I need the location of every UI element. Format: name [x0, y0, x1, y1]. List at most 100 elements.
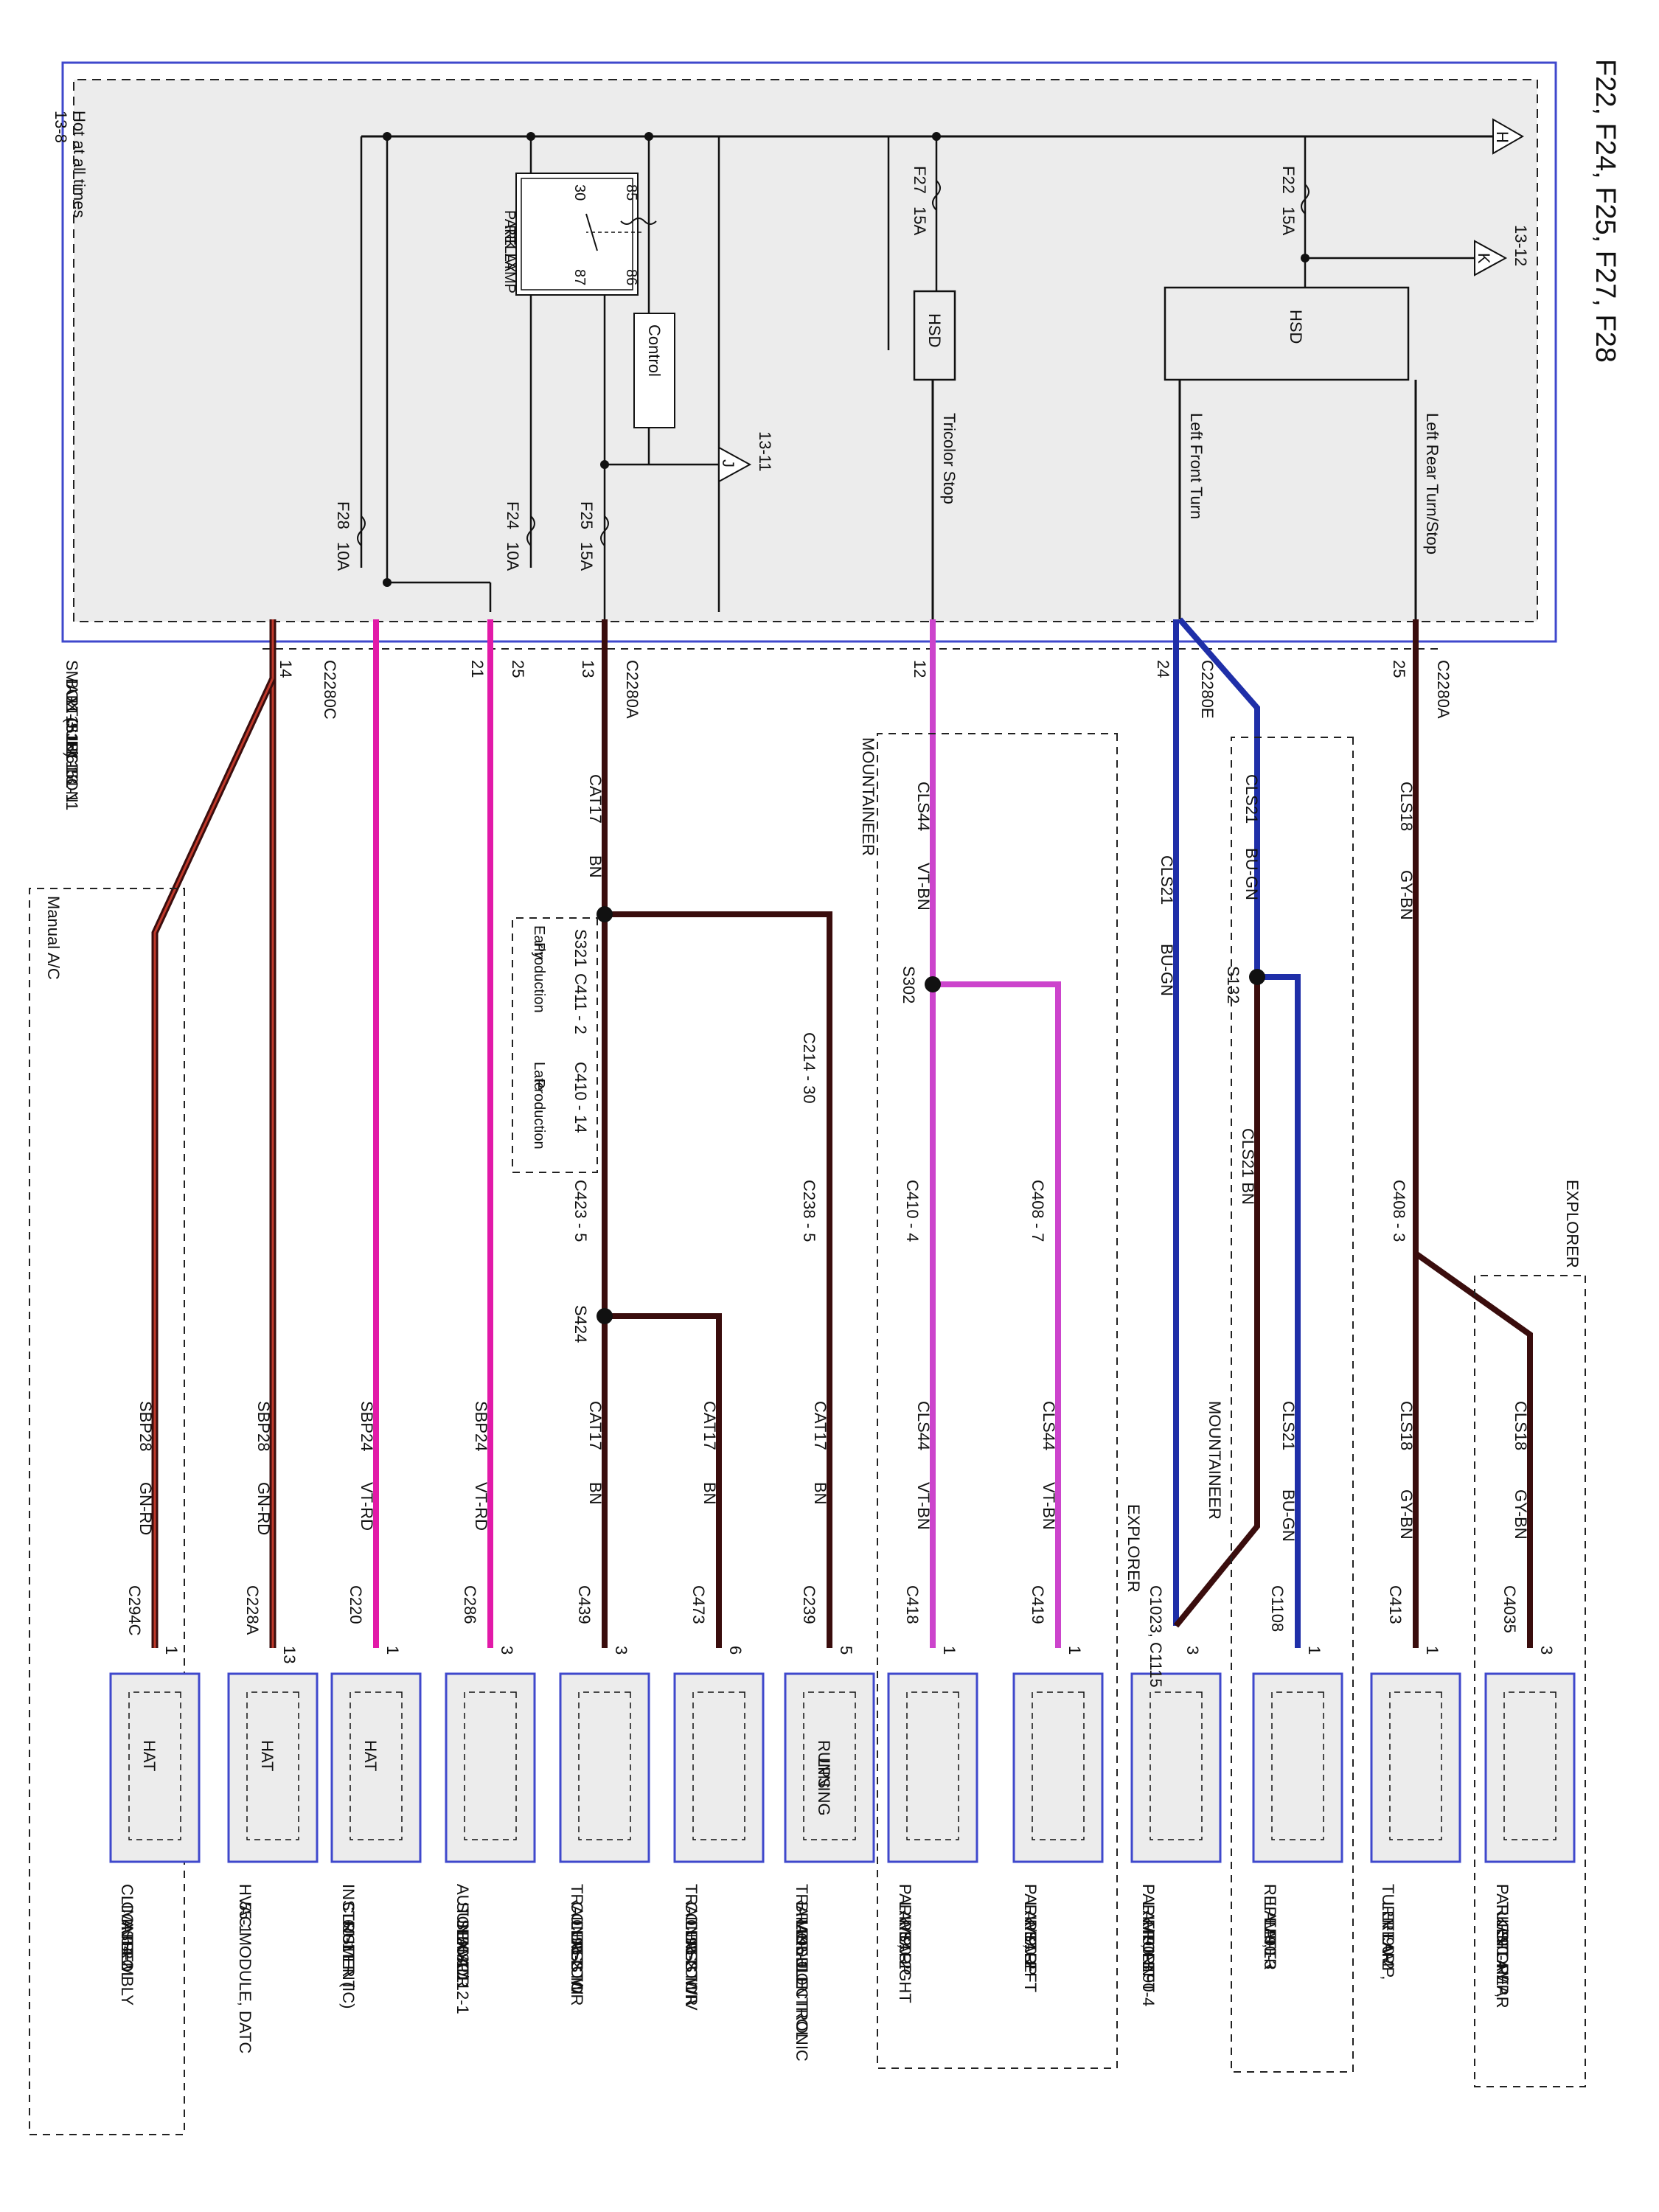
- component-box: [784, 1672, 875, 1863]
- component-label: LEFT: [1379, 1902, 1397, 1941]
- component-inner-box: [1503, 1691, 1557, 1840]
- component-label: 90-3 90-4: [1139, 1937, 1158, 2006]
- wire-cls21-bn: [1173, 977, 1260, 1628]
- component-label: 55-1 112-1: [453, 1937, 472, 2014]
- wire-cls21: [1177, 617, 1260, 977]
- wire-cls18-branch: [1413, 1251, 1533, 1648]
- component-label: REPEATER: [1261, 1884, 1279, 1970]
- component-label: 95-2: [568, 1937, 586, 1969]
- component-pin: 1: [940, 1646, 959, 1655]
- w1c-color: GY-BN: [1512, 1489, 1530, 1540]
- component-box: [559, 1672, 650, 1863]
- hot-terminal-icon: [1492, 118, 1525, 155]
- component-connector: C473: [689, 1585, 708, 1624]
- component-label: 54-2: [118, 1937, 136, 1969]
- relay-title-2: RELAY: [501, 225, 518, 272]
- w4-circuit: CAT17: [586, 774, 605, 824]
- component-inner-box: [692, 1691, 745, 1840]
- component-label: LEFT REAR: [1493, 1919, 1512, 2008]
- component-inner-box: [578, 1691, 631, 1840]
- component-pin: 3: [1537, 1646, 1556, 1655]
- wire-cat17-class34: [605, 1313, 722, 1648]
- component-label: CLASS I/II: [568, 1919, 586, 1995]
- component-inner-box: [1271, 1691, 1324, 1840]
- inline-c408-3: C408 - 3: [1390, 1180, 1408, 1242]
- wire-cls44-branch: [933, 981, 1061, 1648]
- component-connector: C220: [347, 1585, 365, 1624]
- conn-c2280e: C2280E: [1198, 660, 1217, 719]
- w2-color: BU-GN: [1242, 848, 1261, 900]
- sjb-frame: [61, 61, 1557, 643]
- component-connector: C4035: [1500, 1585, 1519, 1633]
- w2b-color: BU-GN: [1158, 944, 1176, 996]
- sjb-label-4: 151-1 151-11: [63, 715, 81, 810]
- w4c-color: BN: [700, 1482, 719, 1505]
- component-label: SUNLOAD: [453, 1902, 472, 1980]
- component-label: CONNECTOR: [682, 1902, 700, 2006]
- inline-c411: C411 - 2: [571, 973, 590, 1034]
- relay-pin-30: 30: [571, 184, 588, 201]
- component-inner-box: [128, 1691, 181, 1840]
- component-label: 90-3: [1261, 1937, 1279, 1969]
- late-1: Late: [531, 1062, 547, 1091]
- fuse-f25-name: F25: [577, 501, 596, 529]
- inline-c410-14: C410 - 14: [571, 1062, 590, 1133]
- inline-c423: C423 - 5: [571, 1180, 590, 1242]
- hot-label: Hot at all times: [70, 111, 88, 218]
- component-label: REAR: [1021, 1919, 1040, 1964]
- inline-c214: C214 - 30: [800, 1032, 818, 1104]
- w4d-color: BN: [586, 1482, 605, 1505]
- fuse-f28-rating: 10A: [334, 542, 352, 571]
- component-label: REAR: [1379, 1919, 1397, 1964]
- sjb-label-1: SMART JUNCTION: [63, 660, 81, 803]
- hsd-label-1: HSD: [1287, 310, 1305, 344]
- tap-k-ref: 13-12: [1512, 225, 1530, 266]
- w5-color: VT-RD: [472, 1482, 490, 1531]
- component-box: [1484, 1672, 1576, 1863]
- component-label: LAMP, LEFT: [1021, 1902, 1040, 1992]
- w2d-bn: CLS21 BN: [1239, 1128, 1257, 1205]
- w4b-circuit: CAT17: [811, 1401, 830, 1450]
- component-pin: 3: [1183, 1646, 1202, 1655]
- fuse-f22-name: F22: [1279, 166, 1298, 194]
- component-pin: 13: [280, 1646, 299, 1663]
- w4-color: BN: [586, 855, 605, 878]
- conn-pin-14: 14: [276, 660, 295, 678]
- component-pin: 1: [1065, 1646, 1084, 1655]
- conn-c2280a-1: C2280A: [1434, 660, 1453, 719]
- component-inner-label: RUNNING: [815, 1740, 833, 1816]
- component-label: TURN LAMP,: [1379, 1884, 1397, 1980]
- hot-ref: 13-8: [52, 111, 70, 143]
- component-label: 90-4: [1493, 1937, 1512, 1969]
- out-left-front: Left Front Turn: [1187, 413, 1206, 519]
- early-2: Production: [531, 942, 547, 1013]
- component-label: TRAILER TOW: [682, 1884, 700, 1994]
- park-lamp-relay: [515, 173, 639, 296]
- component-pin: 1: [1423, 1646, 1441, 1655]
- component-label: PARK/TURN: [1139, 1884, 1158, 1977]
- component-box: [330, 1672, 422, 1863]
- region-explorer-a: [1474, 1275, 1586, 2087]
- w3b-circuit: CLS44: [1040, 1401, 1058, 1450]
- region-mountaineer-a: [1231, 737, 1354, 2073]
- w2-circuit: CLS21: [1242, 774, 1261, 824]
- component-box: [109, 1672, 201, 1863]
- component-connector: C1108: [1268, 1585, 1287, 1632]
- component-inner-box: [1150, 1691, 1203, 1840]
- component-inner-box: [906, 1691, 959, 1840]
- w3c-color: VT-BN: [914, 1482, 933, 1530]
- w6b-circuit: SBP28: [136, 1401, 155, 1452]
- w5b-circuit: SBP24: [358, 1401, 376, 1452]
- relay-pin-87: 87: [571, 269, 588, 285]
- component-label: 90-2: [896, 1937, 914, 1969]
- component-label: INSTRUMENT: [339, 1884, 358, 1990]
- w3-circuit: CLS44: [914, 782, 933, 831]
- component-inner-box: [1032, 1691, 1085, 1840]
- w1b-circuit: CLS18: [1397, 1401, 1416, 1450]
- w2c-circuit: CLS21: [1279, 1401, 1298, 1450]
